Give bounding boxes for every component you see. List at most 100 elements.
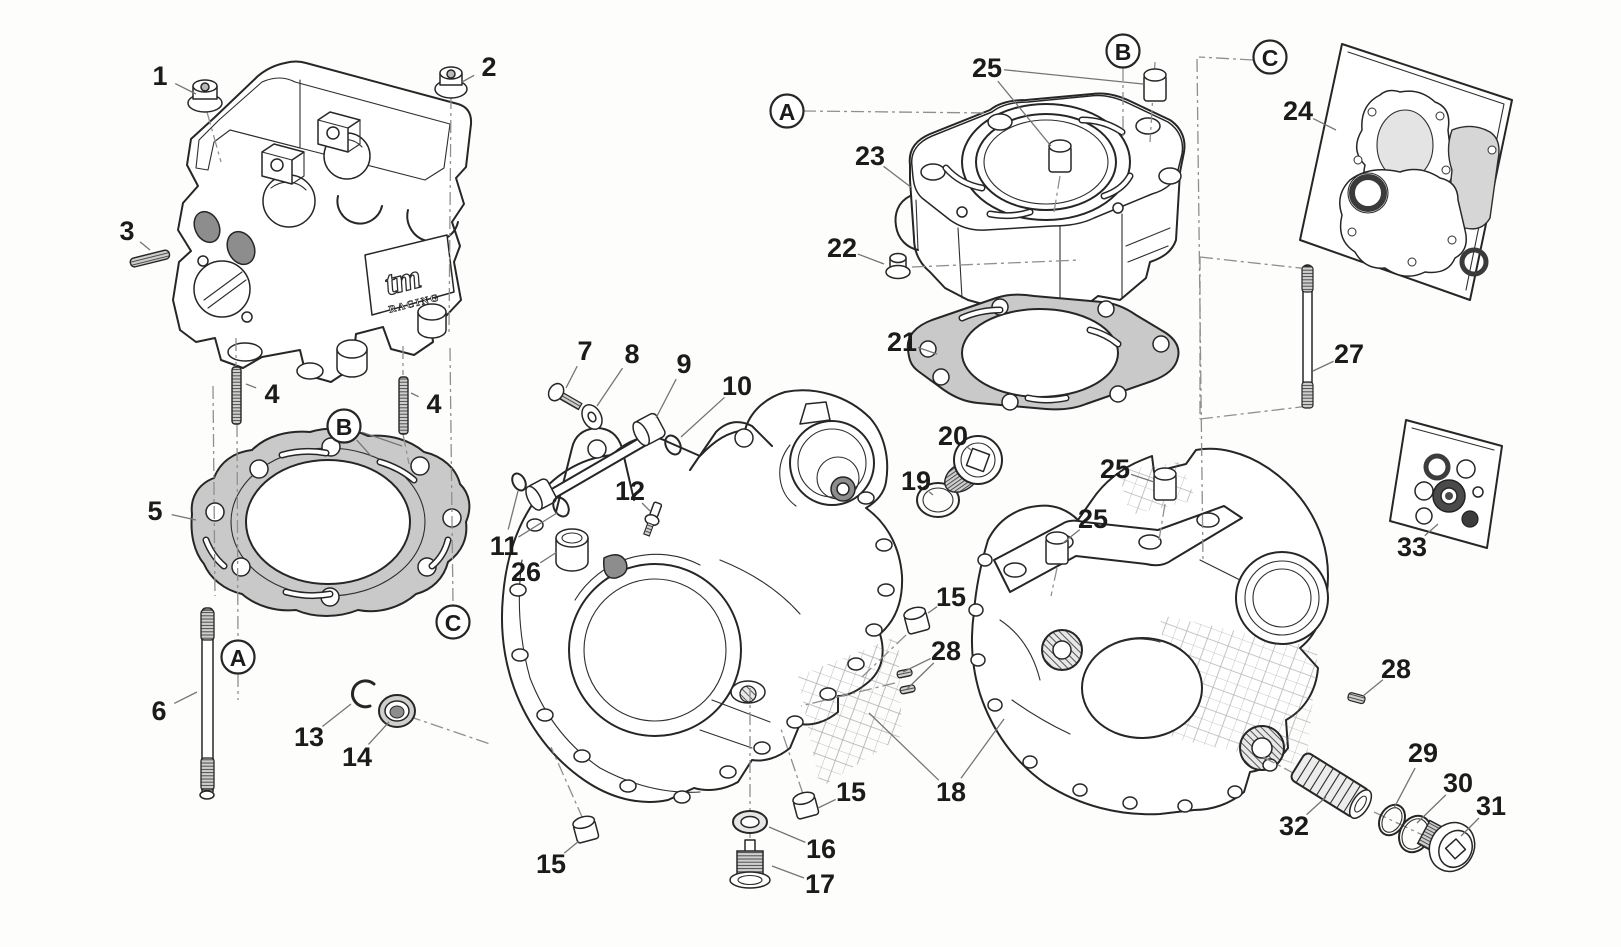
svg-text:25: 25 <box>1078 504 1108 534</box>
callout-28: 28 <box>1362 654 1411 697</box>
svg-text:33: 33 <box>1397 532 1427 562</box>
svg-text:15: 15 <box>836 777 866 807</box>
svg-text:B: B <box>336 414 353 440</box>
dowel-25a-drawing <box>1048 139 1072 173</box>
flange-nut-1-drawing <box>187 79 223 113</box>
ref-letter-A: A <box>769 93 805 129</box>
svg-text:28: 28 <box>1381 654 1411 684</box>
flange-nut-2-drawing <box>434 66 468 99</box>
svg-text:26: 26 <box>511 557 541 587</box>
svg-text:9: 9 <box>676 349 691 379</box>
washer-8-drawing <box>581 404 603 430</box>
ref-letter-B: B <box>326 408 403 458</box>
svg-text:30: 30 <box>1443 768 1473 798</box>
svg-text:19: 19 <box>901 466 931 496</box>
valve-12-drawing <box>643 501 663 537</box>
svg-text:11: 11 <box>490 531 519 561</box>
svg-text:21: 21 <box>887 327 917 357</box>
dowel-15c-drawing <box>903 606 931 635</box>
callout-2: 2 <box>461 52 497 83</box>
plug-22-drawing <box>885 252 911 280</box>
linkage-rod-assembly-drawing <box>511 382 682 518</box>
ref-letter-C: C <box>1252 39 1288 75</box>
cylinder-drawing <box>894 92 1186 323</box>
o-ring-19-drawing <box>916 482 960 518</box>
svg-text:7: 7 <box>577 336 592 366</box>
callout-15: 15 <box>927 582 966 614</box>
callout-21: 21 <box>887 327 938 357</box>
bushing-11-drawing <box>525 478 557 511</box>
callout-32: 32 <box>1279 796 1327 841</box>
callout-13: 13 <box>294 703 352 752</box>
bushing-9-drawing <box>632 412 666 447</box>
o-ring-11b-drawing <box>552 496 570 518</box>
callout-26: 26 <box>511 551 558 587</box>
bushing-26-drawing <box>555 528 589 572</box>
svg-text:A: A <box>779 99 796 125</box>
callout-23: 23 <box>855 141 913 189</box>
svg-text:13: 13 <box>294 722 324 752</box>
callout-4: 4 <box>410 389 442 419</box>
svg-text:6: 6 <box>151 696 166 726</box>
callout-14: 14 <box>342 721 390 772</box>
svg-text:4: 4 <box>426 389 441 419</box>
svg-text:4: 4 <box>264 379 279 409</box>
svg-text:32: 32 <box>1279 811 1309 841</box>
callout-19: 19 <box>901 466 934 496</box>
svg-text:24: 24 <box>1283 96 1313 126</box>
plug-31-drawing <box>1416 819 1476 873</box>
callout-31: 31 <box>1460 791 1506 837</box>
callout-16: 16 <box>768 826 836 864</box>
head-gasket-drawing <box>190 427 471 617</box>
callout-33: 33 <box>1397 523 1439 562</box>
svg-text:25: 25 <box>972 53 1002 83</box>
svg-text:22: 22 <box>827 233 857 263</box>
svg-text:16: 16 <box>806 834 836 864</box>
svg-text:17: 17 <box>805 869 835 899</box>
svg-text:1: 1 <box>152 61 167 91</box>
washer-16-drawing <box>732 810 768 834</box>
callout-29: 29 <box>1393 738 1438 809</box>
ref-letter-C: C <box>435 604 471 640</box>
stud-4-left-drawing <box>231 366 242 425</box>
svg-text:C: C <box>1262 45 1279 71</box>
callout-28: 28 <box>902 636 961 690</box>
svg-text:A: A <box>230 645 247 671</box>
o-ring-11a-drawing <box>511 472 527 492</box>
svg-text:18: 18 <box>936 777 966 807</box>
callout-9: 9 <box>655 349 692 419</box>
stud-6-drawing <box>199 607 215 800</box>
dowel-25d-drawing <box>1045 531 1069 565</box>
ref-letter-B: B <box>1105 33 1141 69</box>
stud-3-drawing <box>129 249 171 268</box>
callout-30: 30 <box>1416 768 1473 824</box>
crankcase-half-left-drawing <box>501 389 904 804</box>
callout-3: 3 <box>119 216 151 251</box>
bolt-7-drawing <box>547 382 583 411</box>
oil-filter-32-drawing <box>1290 752 1373 820</box>
callout-15: 15 <box>536 840 580 879</box>
cylinder-head-drawing: tm RACING <box>172 60 473 383</box>
callout-4: 4 <box>245 379 280 409</box>
callout-25: 25 <box>972 53 1144 147</box>
svg-text:15: 15 <box>536 849 566 879</box>
ref-letter-A: A <box>220 639 256 675</box>
callout-20: 20 <box>938 421 972 451</box>
callout-25: 25 <box>1100 454 1155 484</box>
svg-text:12: 12 <box>615 476 645 506</box>
callout-18: 18 <box>868 712 1005 807</box>
svg-text:27: 27 <box>1334 339 1364 369</box>
circlip-13-drawing <box>351 679 376 709</box>
svg-text:3: 3 <box>119 216 134 246</box>
o-ring-10-drawing <box>664 434 682 456</box>
callout-8: 8 <box>596 339 640 407</box>
callout-11: 11 <box>490 490 558 561</box>
dowel-25c-drawing <box>1153 467 1177 501</box>
svg-text:5: 5 <box>147 496 162 526</box>
seal-kit-drawing <box>1389 419 1503 549</box>
callout-25: 25 <box>1062 504 1108 544</box>
crankcase-half-right-drawing <box>968 447 1329 816</box>
